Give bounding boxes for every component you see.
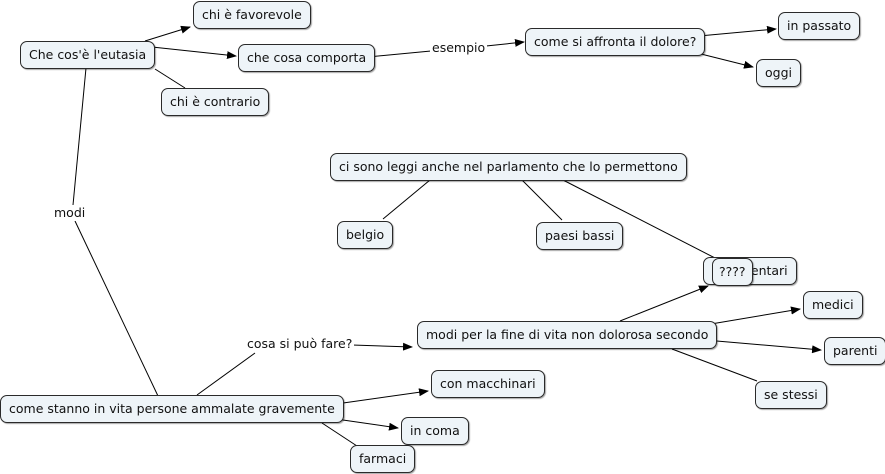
link-dolore-passato bbox=[698, 25, 777, 37]
link-eutanasia-favorevole bbox=[144, 25, 191, 42]
link-ammalate-farmaci bbox=[321, 422, 358, 447]
link-dolore-oggi bbox=[692, 51, 754, 69]
node-paesi-bassi[interactable]: paesi bassi bbox=[536, 222, 624, 250]
node-eutanasia[interactable]: Che cos'è l'eutasia bbox=[20, 41, 156, 69]
link-modi-ammalate bbox=[74, 220, 159, 397]
link-esempio-dolore bbox=[485, 38, 525, 47]
link-eutanasia-contrario bbox=[154, 68, 186, 89]
node-question-marks[interactable]: ???? bbox=[712, 258, 753, 286]
node-se-stessi[interactable]: se stessi bbox=[755, 381, 827, 409]
link-label-esempio: esempio bbox=[430, 40, 488, 56]
link-leggi-belgio bbox=[382, 179, 431, 220]
link-cosasipuo-modifine bbox=[351, 342, 413, 351]
node-modi-fine-di-vita[interactable]: modi per la fine di vita non dolorosa se… bbox=[417, 321, 718, 349]
node-che-cosa-comporta[interactable]: che cosa comporta bbox=[238, 44, 376, 72]
node-parenti[interactable]: parenti bbox=[824, 337, 885, 365]
node-chi-e-contrario[interactable]: chi è contrario bbox=[161, 88, 270, 116]
link-label-cosa-si-puo-fare: cosa si può fare? bbox=[245, 336, 355, 352]
node-chi-e-favorevole[interactable]: chi è favorevole bbox=[193, 1, 311, 29]
link-label-modi: modi bbox=[52, 205, 88, 221]
node-belgio[interactable]: belgio bbox=[337, 221, 394, 249]
node-medici[interactable]: medici bbox=[803, 291, 863, 319]
node-farmaci[interactable]: farmaci bbox=[350, 445, 416, 473]
link-ammalate-cosasipuo bbox=[196, 352, 256, 396]
node-come-si-affronta-il-dolore[interactable]: come si affronta il dolore? bbox=[525, 28, 706, 56]
node-leggi-parlamento[interactable]: ci sono leggi anche nel parlamento che l… bbox=[330, 153, 687, 181]
link-ammalate-macchinari bbox=[328, 388, 429, 406]
link-modifine-commentari bbox=[619, 285, 709, 322]
link-modifine-medici bbox=[704, 306, 801, 326]
link-modifine-parenti bbox=[704, 339, 822, 354]
link-leggi-paesibassi bbox=[521, 179, 563, 221]
link-modifine-sestessi bbox=[671, 348, 758, 382]
node-in-passato[interactable]: in passato bbox=[778, 12, 861, 40]
link-eutanasia-modi bbox=[72, 67, 87, 206]
link-eutanasia-comporta bbox=[151, 46, 237, 60]
link-comporta-esempio bbox=[367, 50, 432, 58]
link-leggi-commentari bbox=[562, 179, 716, 259]
node-oggi[interactable]: oggi bbox=[756, 59, 801, 87]
node-in-coma[interactable]: in coma bbox=[401, 417, 469, 445]
node-con-macchinari[interactable]: con macchinari bbox=[431, 370, 545, 398]
node-persone-ammalate[interactable]: come stanno in vita persone ammalate gra… bbox=[0, 395, 344, 423]
